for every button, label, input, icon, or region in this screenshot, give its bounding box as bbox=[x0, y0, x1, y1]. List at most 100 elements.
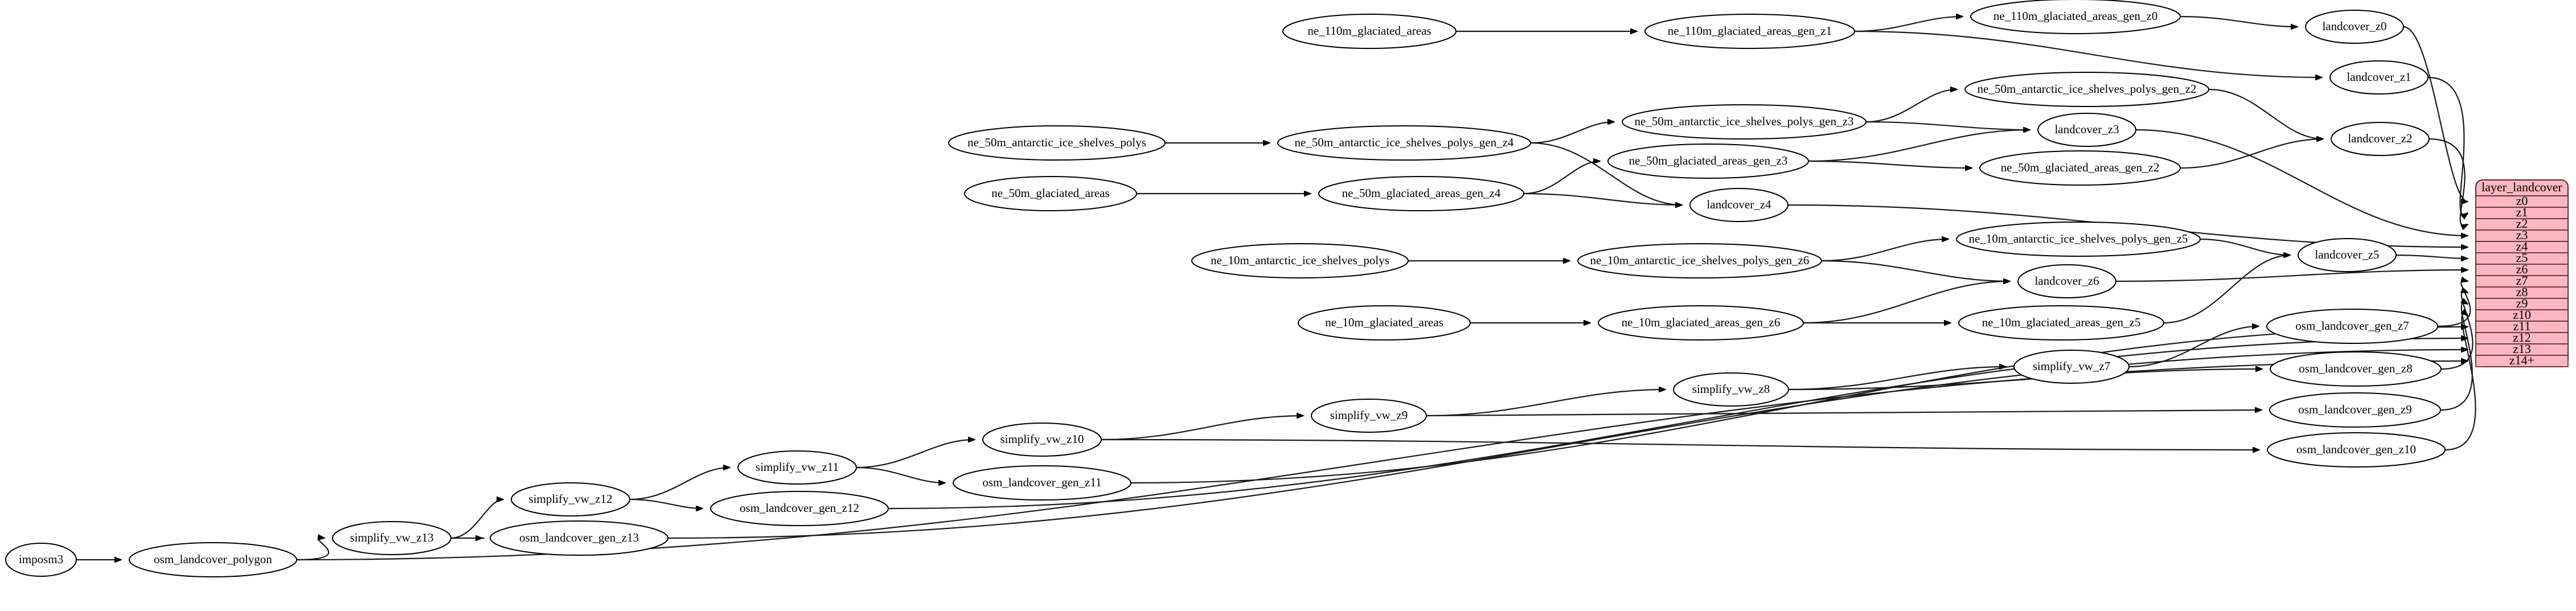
graph-node[interactable]: landcover_z4 bbox=[1689, 188, 1789, 222]
table-row[interactable]: z3 bbox=[2475, 228, 2569, 242]
node-ellipse[interactable] bbox=[1689, 188, 1789, 222]
node-ellipse[interactable] bbox=[2305, 10, 2404, 44]
graph-node[interactable]: simplify_vw_z8 bbox=[1673, 372, 1789, 407]
graph-node[interactable]: ne_50m_antarctic_ice_shelves_polys_gen_z… bbox=[1277, 125, 1531, 161]
graph-node[interactable]: ne_50m_antarctic_ice_shelves_polys_gen_z… bbox=[1622, 104, 1867, 140]
graph-node[interactable]: osm_landcover_gen_z11 bbox=[953, 465, 1131, 501]
graph-node[interactable]: simplify_vw_z12 bbox=[511, 482, 630, 516]
graph-edge bbox=[2403, 26, 2468, 202]
graph-node[interactable]: ne_10m_antarctic_ice_shelves_polys bbox=[1191, 243, 1409, 278]
graph-node[interactable]: landcover_z6 bbox=[2017, 264, 2116, 298]
graph-edge bbox=[629, 498, 703, 509]
node-ellipse[interactable] bbox=[948, 125, 1166, 161]
graph-node[interactable]: ne_50m_glaciated_areas_gen_z4 bbox=[1318, 176, 1524, 211]
graph-node[interactable]: landcover_z2 bbox=[2331, 122, 2430, 156]
graph-node[interactable]: ne_50m_antarctic_ice_shelves_polys_gen_z… bbox=[1964, 72, 2209, 107]
graph-node[interactable]: osm_landcover_gen_z13 bbox=[490, 520, 668, 556]
node-ellipse[interactable] bbox=[2017, 264, 2116, 298]
node-ellipse[interactable] bbox=[2013, 350, 2130, 384]
node-ellipse[interactable] bbox=[1282, 14, 1457, 49]
graph-node[interactable]: ne_10m_antarctic_ice_shelves_polys_gen_z… bbox=[1577, 243, 1822, 278]
node-label: landcover_z0 bbox=[2322, 19, 2386, 33]
graph-node[interactable]: osm_landcover_gen_z7 bbox=[2266, 309, 2438, 344]
graph-node[interactable]: osm_landcover_polygon bbox=[129, 542, 297, 577]
graph-node[interactable]: osm_landcover_gen_z10 bbox=[2267, 432, 2446, 468]
node-ellipse[interactable] bbox=[490, 520, 668, 556]
node-ellipse[interactable] bbox=[964, 176, 1137, 211]
graph-node[interactable]: ne_50m_glaciated_areas bbox=[964, 176, 1137, 211]
graph-node[interactable]: osm_landcover_gen_z9 bbox=[2269, 392, 2441, 428]
node-ellipse[interactable] bbox=[511, 482, 630, 516]
node-ellipse[interactable] bbox=[2037, 113, 2136, 147]
graph-node[interactable]: ne_110m_glaciated_areas bbox=[1282, 14, 1457, 49]
graph-node[interactable]: ne_10m_glaciated_areas bbox=[1298, 305, 1471, 341]
node-ellipse[interactable] bbox=[1958, 305, 2164, 341]
graph-node[interactable]: osm_landcover_gen_z8 bbox=[2270, 351, 2442, 387]
table-row[interactable]: z12 bbox=[2475, 330, 2569, 345]
table-row[interactable]: z1 bbox=[2475, 205, 2569, 219]
graph-node[interactable]: ne_50m_glaciated_areas_gen_z2 bbox=[1979, 150, 2181, 186]
node-ellipse[interactable] bbox=[2270, 351, 2442, 387]
node-ellipse[interactable] bbox=[1318, 176, 1524, 211]
graph-node[interactable]: ne_10m_glaciated_areas_gen_z6 bbox=[1598, 305, 1804, 341]
node-ellipse[interactable] bbox=[1644, 14, 1855, 49]
graph-node[interactable]: ne_10m_antarctic_ice_shelves_polys_gen_z… bbox=[1956, 222, 2201, 257]
node-ellipse[interactable] bbox=[1598, 305, 1804, 341]
graph-node[interactable]: simplify_vw_z11 bbox=[737, 450, 857, 485]
node-ellipse[interactable] bbox=[1298, 305, 1471, 341]
table-row-label: z4 bbox=[2516, 239, 2528, 253]
graph-node[interactable]: simplify_vw_z10 bbox=[982, 423, 1102, 457]
graph-node[interactable]: ne_10m_glaciated_areas_gen_z5 bbox=[1958, 305, 2164, 341]
node-ellipse[interactable] bbox=[1979, 150, 2181, 186]
table-row[interactable]: z6 bbox=[2475, 262, 2569, 276]
node-ellipse[interactable] bbox=[1607, 143, 1809, 179]
node-ellipse[interactable] bbox=[2298, 238, 2397, 272]
node-label: ne_50m_glaciated_areas bbox=[991, 186, 1110, 200]
node-ellipse[interactable] bbox=[129, 542, 297, 577]
graph-node[interactable]: simplify_vw_z13 bbox=[332, 521, 452, 555]
node-ellipse[interactable] bbox=[953, 465, 1131, 501]
node-ellipse[interactable] bbox=[332, 521, 452, 555]
table-row[interactable]: z13 bbox=[2475, 342, 2569, 356]
node-ellipse[interactable] bbox=[2266, 309, 2438, 344]
table-row[interactable]: z14+ bbox=[2475, 353, 2569, 367]
table-row-cell[interactable] bbox=[2475, 355, 2569, 367]
graph-node[interactable]: simplify_vw_z7 bbox=[2013, 350, 2130, 384]
node-ellipse[interactable] bbox=[5, 543, 77, 577]
graph-node[interactable]: ne_110m_glaciated_areas_gen_z0 bbox=[1970, 0, 2181, 34]
node-ellipse[interactable] bbox=[737, 450, 857, 485]
node-ellipse[interactable] bbox=[2267, 432, 2446, 468]
graph-node[interactable]: ne_110m_glaciated_areas_gen_z1 bbox=[1644, 14, 1855, 49]
node-label: osm_landcover_gen_z13 bbox=[519, 531, 639, 544]
node-ellipse[interactable] bbox=[982, 423, 1102, 457]
graph-node[interactable]: simplify_vw_z9 bbox=[1311, 399, 1427, 433]
node-label: landcover_z3 bbox=[2054, 122, 2119, 136]
node-ellipse[interactable] bbox=[1970, 0, 2181, 34]
table-row[interactable]: z9 bbox=[2475, 296, 2569, 310]
node-ellipse[interactable] bbox=[1622, 104, 1867, 140]
graph-node[interactable]: landcover_z1 bbox=[2329, 60, 2429, 95]
graph-node[interactable]: ne_50m_glaciated_areas_gen_z3 bbox=[1607, 143, 1809, 179]
node-ellipse[interactable] bbox=[2329, 60, 2429, 95]
node-ellipse[interactable] bbox=[1956, 222, 2201, 257]
node-ellipse[interactable] bbox=[1191, 243, 1409, 278]
table-row[interactable]: z5 bbox=[2475, 251, 2569, 265]
graph-edge bbox=[2180, 139, 2323, 169]
table-row[interactable]: z0 bbox=[2475, 194, 2569, 208]
node-ellipse[interactable] bbox=[710, 491, 889, 526]
graph-node[interactable]: landcover_z5 bbox=[2298, 238, 2397, 272]
graph-node[interactable]: osm_landcover_gen_z12 bbox=[710, 491, 889, 526]
node-ellipse[interactable] bbox=[1673, 372, 1789, 407]
table-row[interactable]: z11 bbox=[2475, 319, 2569, 333]
graph-node[interactable]: ne_50m_antarctic_ice_shelves_polys bbox=[948, 125, 1166, 161]
node-ellipse[interactable] bbox=[1964, 72, 2209, 107]
node-ellipse[interactable] bbox=[2331, 122, 2430, 156]
node-ellipse[interactable] bbox=[1577, 243, 1822, 278]
node-ellipse[interactable] bbox=[2269, 392, 2441, 428]
graph-node[interactable]: imposm3 bbox=[5, 543, 77, 577]
node-ellipse[interactable] bbox=[1277, 125, 1531, 161]
graph-node[interactable]: landcover_z3 bbox=[2037, 113, 2136, 147]
graph-node[interactable]: landcover_z0 bbox=[2305, 10, 2404, 44]
node-ellipse[interactable] bbox=[1311, 399, 1427, 433]
